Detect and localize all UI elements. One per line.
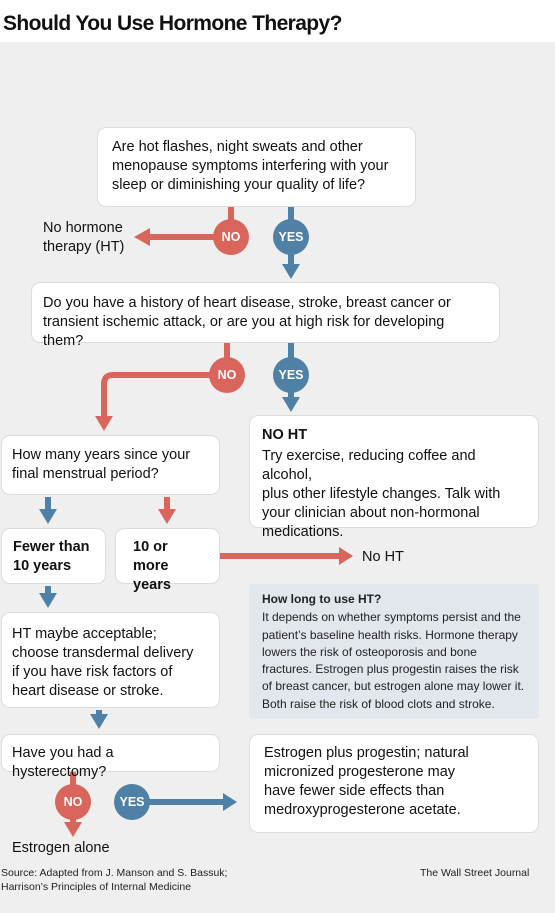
question-menopause-symptoms-text: Are hot flashes, night sweats and other … (112, 139, 389, 193)
source-note: Source: Adapted from J. Manson and S. Ba… (1, 867, 228, 893)
no-ht-advice-text: Try exercise, reducing coffee and alcoho… (262, 448, 501, 540)
q4-no-badge: NO (55, 784, 91, 820)
q1-yes-badge: YES (273, 219, 309, 255)
outcome-no-ht: No HT (362, 549, 404, 565)
question-years-since-period: How many years since your final menstrua… (1, 435, 220, 495)
q1-no-arrowhead (134, 228, 150, 246)
outcome-estrogen-plus-progestin-text: Estrogen plus progestin; natural microni… (264, 745, 469, 818)
question-heart-disease-history: Do you have a history of heart disease, … (31, 282, 500, 349)
q3-fewer-arrowhead (39, 509, 57, 524)
info-heading: How long to use HT? (262, 592, 382, 606)
tenmore-noht-arrowhead (339, 547, 353, 565)
q2-yes-badge: YES (273, 357, 309, 393)
q2-no-connector (101, 343, 230, 418)
option-10-or-more-years: 10 or more years (115, 528, 220, 593)
q2-no-arrowhead (95, 416, 113, 431)
title-bar: Should You Use Hormone Therapy? (0, 0, 555, 42)
option-fewer-than-10-years-text: Fewer than 10 years (13, 539, 90, 574)
outcome-no-hormone-therapy: No hormone therapy (HT) (43, 220, 125, 255)
page-title: Should You Use Hormone Therapy? (3, 12, 342, 35)
q1-no-badge: NO (213, 219, 249, 255)
option-fewer-than-10-years: Fewer than 10 years (1, 528, 106, 584)
q2-no-badge: NO (209, 357, 245, 393)
outcome-estrogen-plus-progestin: Estrogen plus progestin; natural microni… (249, 734, 539, 833)
question-heart-disease-history-text: Do you have a history of heart disease, … (43, 295, 451, 349)
outcome-estrogen-alone: Estrogen alone (12, 840, 110, 856)
credit-line: The Wall Street Journal (420, 867, 530, 879)
outcome-ht-maybe-acceptable-text: HT maybe acceptable; choose transdermal … (12, 626, 194, 699)
no-ht-heading: NO HT (262, 427, 308, 443)
question-hysterectomy-text: Have you had a hysterectomy? (12, 745, 114, 780)
q3-tenmore-arrowhead (158, 509, 176, 524)
question-menopause-symptoms: Are hot flashes, night sweats and other … (97, 127, 416, 207)
question-years-since-period-text: How many years since your final menstrua… (12, 447, 191, 482)
q4-yes-badge: YES (114, 784, 150, 820)
q4-yes-arrowhead (223, 793, 237, 811)
q1-yes-arrowhead (282, 264, 300, 279)
q2-yes-arrowhead (282, 397, 300, 412)
maybe-q4-arrowhead (90, 714, 108, 729)
fewer-maybe-arrowhead (39, 593, 57, 608)
info-text: It depends on whether symptoms persist a… (262, 610, 525, 711)
no-ht-recommendation-box: NO HT Try exercise, reducing coffee and … (249, 415, 539, 540)
q4-no-arrowhead (64, 822, 82, 837)
info-panel-how-long: How long to use HT? It depends on whethe… (249, 584, 539, 719)
question-hysterectomy: Have you had a hysterectomy? (1, 734, 220, 780)
option-10-or-more-years-text: 10 or more years (133, 539, 171, 593)
outcome-ht-maybe-acceptable: HT maybe acceptable; choose transdermal … (1, 612, 220, 708)
